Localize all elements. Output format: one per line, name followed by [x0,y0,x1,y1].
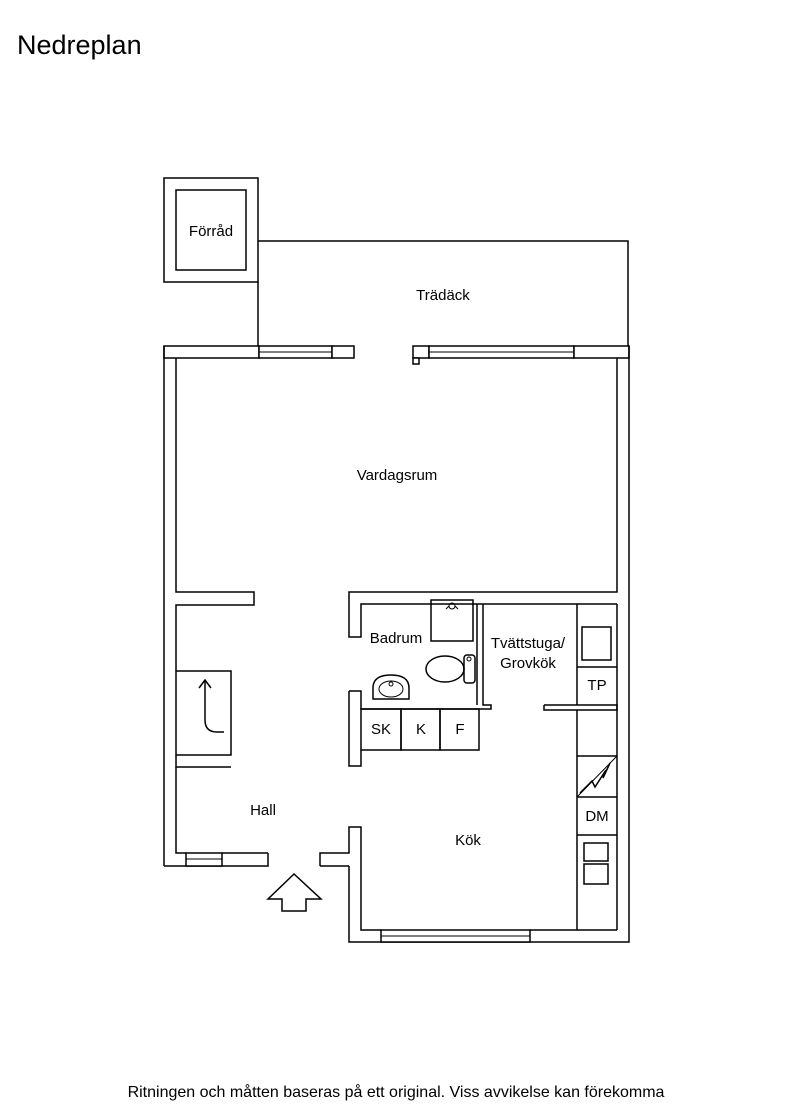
outer-walls [163,346,630,943]
disclaimer-footer: Ritningen och måtten baseras på ett orig… [127,1084,665,1101]
fixture-label-k: K [416,721,426,738]
room-label-vardagsrum: Vardagsrum [357,467,438,484]
toilet-icon [425,654,476,684]
room-label-kok: Kök [455,832,481,849]
deck-outline [257,240,629,346]
shower [430,599,474,642]
stove-icon [583,842,609,885]
top-wall [163,345,630,365]
room-label-forrad: Förråd [189,223,233,240]
room-label-badrum: Badrum [370,630,423,647]
fixture-label-f: F [455,721,464,738]
room-label-tvattstuga-line2: Grovkök [500,655,556,672]
fridge-icon [576,755,618,798]
page-title: Nedreplan [17,30,142,60]
room-label-hall: Hall [250,802,276,819]
fixture-label-dm: DM [585,808,608,825]
entrance-arrow-icon [266,872,323,912]
room-label-tradack: Trädäck [416,287,470,304]
laundry-fixtures [543,604,618,711]
stairs [175,670,232,756]
bathroom-walls [348,604,492,767]
sink-icon [372,674,410,700]
storage-structure [163,177,259,283]
fixture-label-tp: TP [587,677,606,694]
fixture-label-sk: SK [371,721,391,738]
kitchen-counter [576,710,617,930]
wardrobe-row [360,708,480,751]
room-label-tvattstuga-line1: Tvättstuga/ [491,635,566,652]
